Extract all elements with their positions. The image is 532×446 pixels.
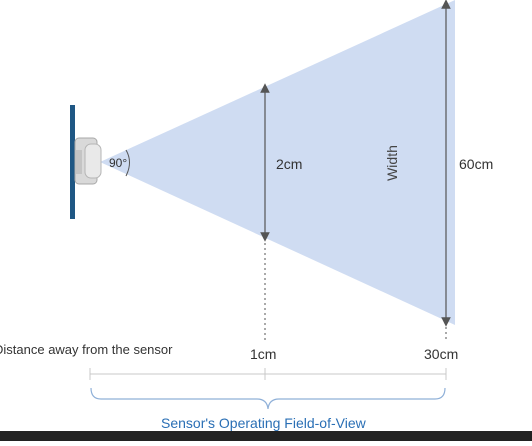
distance-axis bbox=[89, 368, 447, 380]
fov-caption: Sensor's Operating Field-of-View bbox=[161, 415, 366, 431]
distance-caption: Distance away from the sensor bbox=[0, 342, 173, 357]
near-distance-label: 1cm bbox=[250, 346, 277, 362]
fov-bracket bbox=[90, 387, 446, 410]
sensor-icon bbox=[74, 137, 102, 185]
angle-label: 90° bbox=[109, 156, 128, 170]
width-axis-label: Width bbox=[384, 145, 400, 181]
footer-bar bbox=[0, 431, 532, 441]
angle-arc bbox=[125, 149, 130, 177]
near-width-label: 2cm bbox=[276, 156, 303, 172]
far-width-label: 60cm bbox=[459, 156, 494, 172]
far-distance-label: 30cm bbox=[424, 346, 459, 362]
fov-beam bbox=[100, 0, 455, 325]
sensor-mount bbox=[70, 105, 75, 219]
